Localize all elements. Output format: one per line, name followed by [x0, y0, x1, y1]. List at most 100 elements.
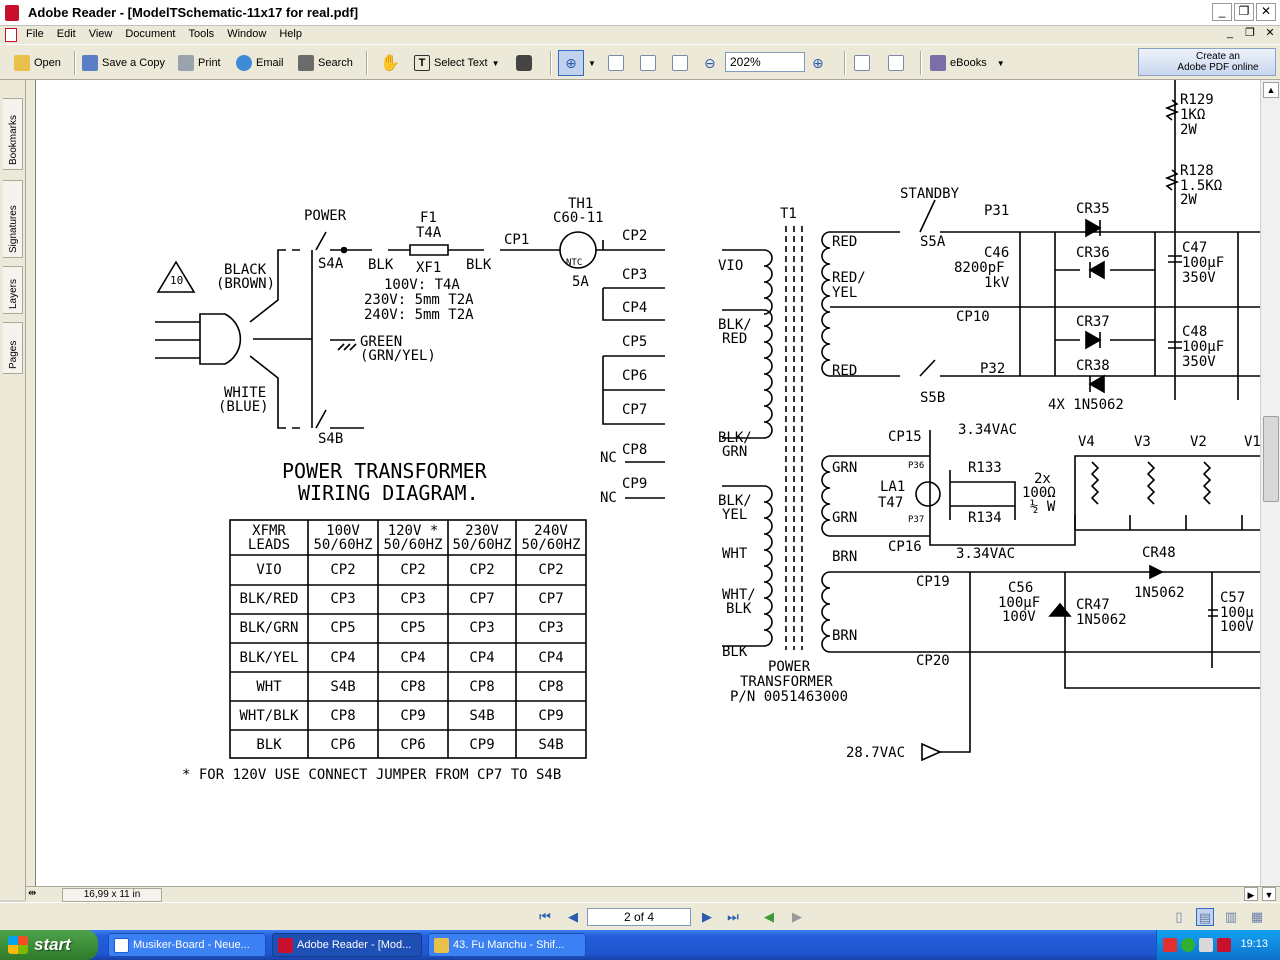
table-cell-connection: CP4: [469, 649, 495, 666]
single-page-layout-icon[interactable]: ▯: [1175, 909, 1183, 924]
select-text-button[interactable]: T Select Text ▼: [414, 53, 500, 73]
start-button[interactable]: start: [0, 930, 98, 960]
first-page-icon[interactable]: ⏮: [539, 909, 551, 924]
go-forward-icon[interactable]: ▶: [792, 909, 802, 924]
label-cp8: CP8: [622, 442, 647, 458]
facing-layout-icon[interactable]: ▥: [1224, 909, 1238, 924]
floppy-icon: [82, 55, 98, 71]
menu-file[interactable]: File: [26, 28, 44, 40]
page-number-input[interactable]: 2 of 4: [587, 908, 691, 926]
zoom-out-button[interactable]: ⊖: [704, 53, 716, 73]
last-page-icon[interactable]: ⏭: [727, 909, 739, 924]
menu-view[interactable]: View: [88, 28, 113, 40]
taskbar-item-browser[interactable]: Musiker-Board - Neue...: [108, 933, 266, 957]
scroll-down-arrow-icon[interactable]: ▼: [1262, 887, 1276, 901]
label-redyel-1: RED/: [832, 270, 866, 286]
reader-tray-icon[interactable]: [1217, 938, 1231, 952]
tab-bookmarks[interactable]: Bookmarks: [3, 98, 23, 170]
label-blkgrn-2: GRN: [722, 444, 747, 460]
label-blkred-1: BLK/: [718, 317, 752, 333]
volume-icon[interactable]: [1199, 938, 1213, 952]
label-nc-b: NC: [600, 490, 617, 506]
table-cell-connection: CP4: [330, 649, 356, 666]
split-icon[interactable]: ⇹: [28, 888, 37, 899]
scroll-up-arrow-icon[interactable]: ▲: [1263, 82, 1279, 98]
doc-minimize-button[interactable]: _: [1226, 27, 1234, 39]
tab-layers-label: Layers: [8, 278, 19, 309]
rotate-right-button[interactable]: [888, 53, 904, 73]
label-blk2: BLK: [722, 644, 748, 660]
search-button[interactable]: Search: [298, 53, 353, 73]
zonealarm-icon[interactable]: [1163, 938, 1177, 952]
zoom-in-button[interactable]: ⊕: [812, 53, 824, 73]
toolbar-separator: [550, 51, 552, 75]
label-c56-value: 100µF: [998, 595, 1040, 611]
adobe-reader-icon: [5, 5, 19, 21]
zoom-dropdown-button[interactable]: ▼: [588, 53, 596, 73]
taskbar-item-reader[interactable]: Adobe Reader - [Mod...: [272, 933, 422, 957]
scroll-right-arrow-icon[interactable]: ▶: [1244, 887, 1258, 901]
snapshot-button[interactable]: [516, 53, 532, 73]
table-cell-connection: CP7: [538, 590, 564, 607]
menu-document[interactable]: Document: [125, 28, 176, 40]
chevron-down-icon[interactable]: ▼: [996, 58, 1005, 68]
page-width-icon: [672, 55, 688, 71]
rotate-left-button[interactable]: [854, 53, 870, 73]
label-cp4: CP4: [622, 300, 647, 316]
table-header-leads: XFMR LEADS: [247, 522, 291, 553]
table-cell-lead: BLK/GRN: [239, 620, 299, 637]
previous-page-icon[interactable]: ◀: [568, 909, 578, 924]
security-icon[interactable]: [1181, 938, 1195, 952]
table-cell-connection: CP8: [330, 708, 356, 725]
label-ptrans3: P/N 0051463000: [730, 689, 848, 705]
taskbar-item-player[interactable]: 43. Fu Manchu - Shif...: [428, 933, 586, 957]
select-text-label: Select Text: [434, 57, 488, 69]
open-button[interactable]: Open: [14, 53, 61, 73]
label-blkred-2: RED: [722, 331, 747, 347]
save-copy-button[interactable]: Save a Copy: [82, 53, 165, 73]
ebooks-button[interactable]: eBooks ▼: [930, 53, 1005, 73]
menu-tools[interactable]: Tools: [188, 28, 215, 40]
create-pdf-line2: Adobe PDF online: [1177, 62, 1259, 73]
menu-window[interactable]: Window: [227, 28, 267, 40]
fit-page-button[interactable]: [640, 53, 656, 73]
label-f1: F1: [420, 210, 437, 226]
tab-pages[interactable]: Pages: [3, 322, 23, 374]
create-pdf-line1: Create an: [1196, 51, 1240, 62]
table-cell-connection: CP8: [538, 678, 564, 695]
hand-tool-button[interactable]: ✋: [380, 53, 400, 73]
actual-size-button[interactable]: [608, 53, 624, 73]
doc-restore-button[interactable]: ❐: [1245, 27, 1255, 39]
zoom-in-tool-button[interactable]: ⊕: [558, 50, 584, 76]
restore-button[interactable]: ❐: [1234, 3, 1254, 21]
scroll-thumb[interactable]: [1263, 416, 1279, 502]
fit-width-button[interactable]: [672, 53, 688, 73]
vertical-scrollbar[interactable]: ▲: [1260, 80, 1280, 886]
tab-signatures[interactable]: Signatures: [3, 180, 23, 258]
go-back-icon[interactable]: ◀: [764, 909, 774, 924]
continuous-layout-icon[interactable]: ▤: [1196, 908, 1214, 926]
document-view[interactable]: POWER S4A F1 T4A XF1 BLK BLK CP1 TH1 C60…: [36, 80, 1260, 886]
document-icon[interactable]: [5, 28, 17, 42]
email-button[interactable]: Email: [236, 53, 284, 73]
label-c56-voltage: 100V: [1002, 609, 1036, 625]
print-button[interactable]: Print: [178, 53, 221, 73]
chevron-down-icon[interactable]: ▼: [491, 58, 500, 68]
tab-layers[interactable]: Layers: [3, 266, 23, 314]
zoom-level-input[interactable]: 202%: [725, 52, 805, 72]
taskbar-item-reader-label: Adobe Reader - [Mod...: [297, 939, 412, 951]
continuous-facing-layout-icon[interactable]: ▦: [1250, 909, 1264, 924]
menu-edit[interactable]: Edit: [56, 28, 76, 40]
next-page-icon[interactable]: ▶: [702, 909, 712, 924]
label-r128-watt: 2W: [1180, 192, 1197, 208]
pane-splitter[interactable]: [26, 80, 36, 886]
minimize-button[interactable]: _: [1212, 3, 1232, 21]
doc-close-button[interactable]: ✕: [1265, 27, 1275, 39]
create-pdf-online-button[interactable]: Create an Adobe PDF online: [1138, 48, 1276, 76]
label-cr35: CR35: [1076, 201, 1110, 217]
close-button[interactable]: ✕: [1256, 3, 1276, 21]
menu-help[interactable]: Help: [279, 28, 302, 40]
